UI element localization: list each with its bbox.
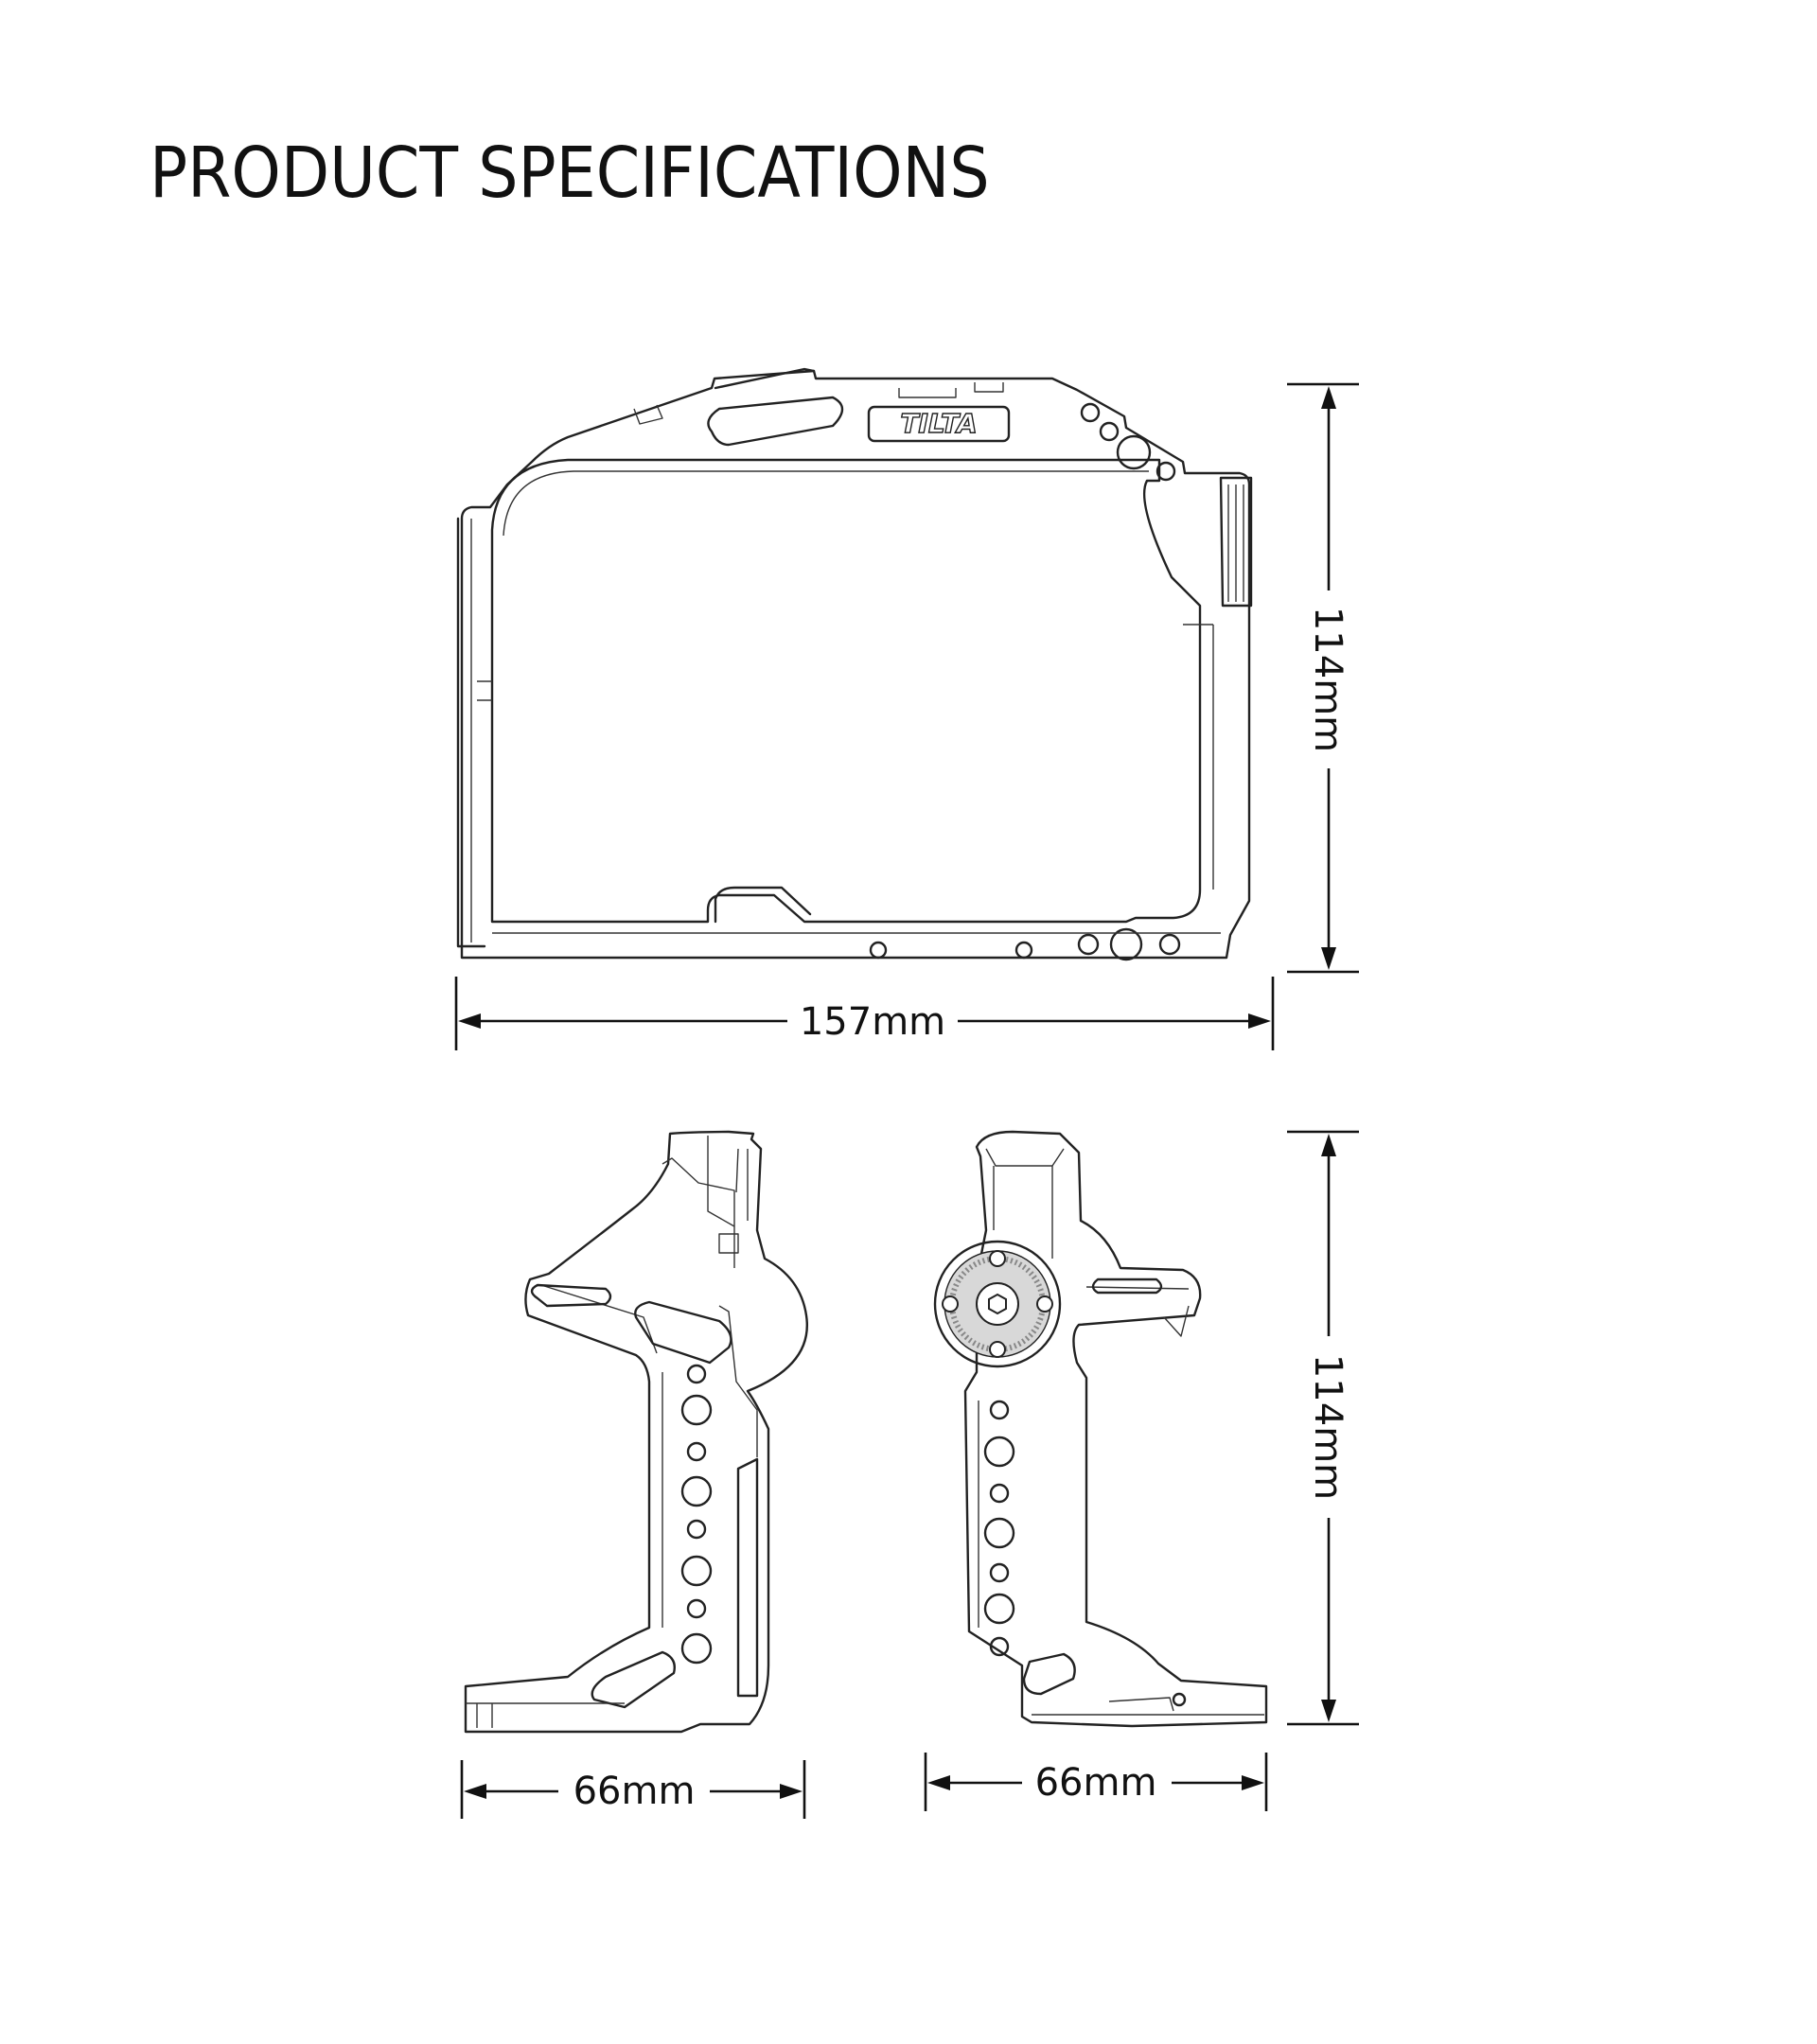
front-width-label: 157mm [800,1000,945,1044]
front-height-dimension: 114mm [1287,382,1359,974]
cage-front-view: TILTA [456,367,1253,961]
page-title: PRODUCT SPECIFICATIONS [150,132,990,214]
front-height-label: 114mm [1306,607,1350,752]
right-side-width-dimension: 66mm [924,1753,1268,1811]
front-width-dimension: 157mm [454,977,1275,1050]
left-side-width-dimension: 66mm [460,1760,806,1819]
brand-logo-text: TILTA [900,408,977,439]
cage-left-side-view [464,1130,809,1734]
cage-right-side-view [933,1130,1268,1728]
side-height-dimension: 114mm [1287,1130,1359,1726]
side-height-label: 114mm [1306,1354,1350,1500]
left-side-width-label: 66mm [573,1770,696,1813]
rosette-mount [933,1240,1062,1368]
right-side-width-label: 66mm [1035,1761,1157,1805]
